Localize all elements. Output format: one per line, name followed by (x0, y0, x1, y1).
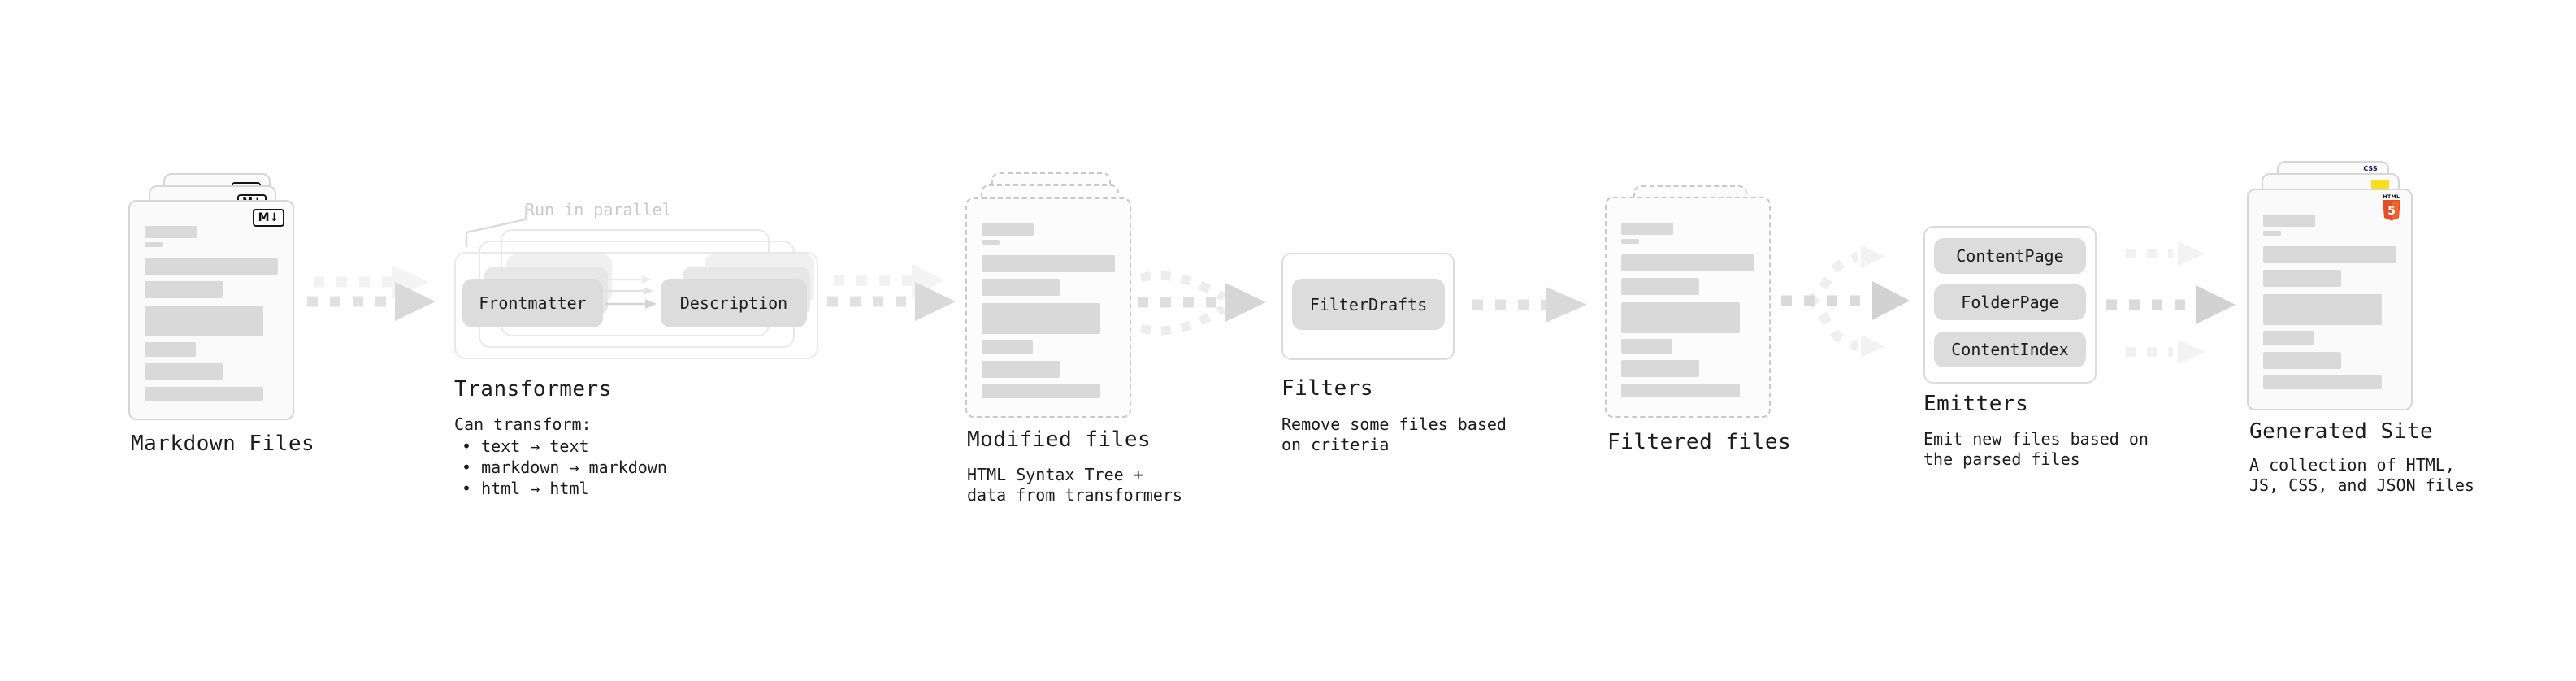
generated-site-label: Generated Site (2249, 419, 2434, 444)
skeleton-line (2263, 331, 2314, 345)
modified-files-caption: HTML Syntax Tree + data from transformer… (967, 465, 1182, 505)
skeleton-line (2263, 246, 2396, 263)
skeleton-line (145, 306, 263, 336)
emitters-label: Emitters (1923, 392, 2029, 416)
bullet-item: • text → text (462, 436, 589, 456)
skeleton-line (145, 258, 278, 275)
emitters-caption: Emit new files based on the parsed files (1923, 429, 2149, 470)
css-icon-label: CSS (2363, 165, 2378, 172)
caption-line: Emit new files based on (1923, 429, 2149, 449)
caption-line: on criteria (1281, 435, 1390, 454)
transformers-caption-heading: Can transform: (454, 414, 592, 434)
transformers-bullet-list: • text → text • markdown → markdown • ht… (462, 436, 667, 499)
transformers-label: Transformers (454, 377, 612, 401)
html5-icon: HTML 5 (2382, 194, 2401, 224)
contentindex-pill: ContentIndex (1934, 332, 2086, 367)
skeleton-line (1621, 239, 1639, 244)
arrow-modified-to-filters-merge (1138, 271, 1266, 336)
skeleton-line (145, 226, 197, 238)
skeleton-line (982, 384, 1100, 398)
html5-icon-label: HTML (2383, 194, 2400, 200)
annotation-leader-line (465, 206, 527, 247)
skeleton-line (145, 363, 223, 380)
arrow-emitters-to-generated (2106, 241, 2236, 364)
folderpage-pill: FolderPage (1934, 284, 2086, 320)
js-icon (2371, 180, 2389, 189)
skeleton-line (1621, 360, 1699, 377)
skeleton-line (1621, 254, 1754, 271)
caption-line: HTML Syntax Tree + (967, 465, 1143, 484)
arrow-markdown-to-transformers (307, 265, 436, 321)
skeleton-line (982, 255, 1115, 272)
transformer-inner-arrows (605, 275, 657, 309)
markdown-card-front: M↓ (128, 200, 294, 420)
skeleton-line (982, 223, 1034, 236)
arrow-transformers-to-modified (827, 263, 956, 321)
modified-card-front (965, 197, 1131, 418)
skeleton-line (982, 303, 1100, 334)
caption-line: JS, CSS, and JSON files (2249, 475, 2474, 495)
skeleton-line (1621, 384, 1740, 397)
skeleton-line (2263, 352, 2341, 369)
skeleton-line (145, 387, 263, 401)
contentpage-pill: ContentPage (1934, 238, 2086, 274)
skeleton-line (2263, 294, 2382, 325)
caption-line: Remove some files based (1281, 414, 1507, 434)
html5-shield: 5 (2383, 200, 2400, 221)
markdown-icon: M↓ (253, 209, 284, 227)
filters-caption: Remove some files based on criteria (1281, 414, 1507, 455)
filtered-card-front (1605, 197, 1771, 418)
skeleton-line (2263, 270, 2341, 287)
skeleton-line (2263, 215, 2315, 227)
skeleton-line (2263, 231, 2281, 236)
caption-line: A collection of HTML, (2249, 455, 2455, 475)
bullet-item: • html → html (462, 479, 589, 498)
skeleton-line (2263, 375, 2382, 389)
skeleton-line (1621, 223, 1673, 235)
skeleton-line (1621, 339, 1672, 354)
filterdrafts-pill: FilterDrafts (1292, 279, 1445, 330)
skeleton-line (1621, 278, 1699, 295)
markdown-files-label: Markdown Files (131, 432, 315, 456)
skeleton-line (145, 342, 196, 357)
skeleton-line (982, 279, 1060, 296)
skeleton-line (1621, 302, 1740, 333)
skeleton-line (982, 361, 1060, 378)
arrow-filters-to-filtered (1472, 287, 1587, 323)
skeleton-line (145, 242, 163, 247)
bullet-item: • markdown → markdown (462, 458, 667, 477)
transformer-layer-front (454, 252, 818, 359)
generated-card-front: HTML 5 (2247, 189, 2413, 410)
generated-site-caption: A collection of HTML, JS, CSS, and JSON … (2249, 455, 2474, 496)
caption-line: data from transformers (967, 485, 1182, 505)
filters-label: Filters (1281, 376, 1374, 401)
skeleton-line (982, 340, 1033, 354)
arrow-filtered-to-emitters-split (1781, 245, 1910, 358)
html5-icon-number: 5 (2387, 205, 2396, 218)
caption-line: the parsed files (1923, 449, 2080, 469)
skeleton-line (982, 240, 1000, 245)
modified-files-label: Modified files (967, 427, 1151, 452)
run-in-parallel-annotation: Run in parallel (525, 200, 672, 219)
frontmatter-pill: Frontmatter (462, 279, 603, 327)
description-pill: Description (661, 279, 807, 327)
skeleton-line (145, 281, 223, 298)
filtered-files-label: Filtered files (1607, 430, 1792, 454)
